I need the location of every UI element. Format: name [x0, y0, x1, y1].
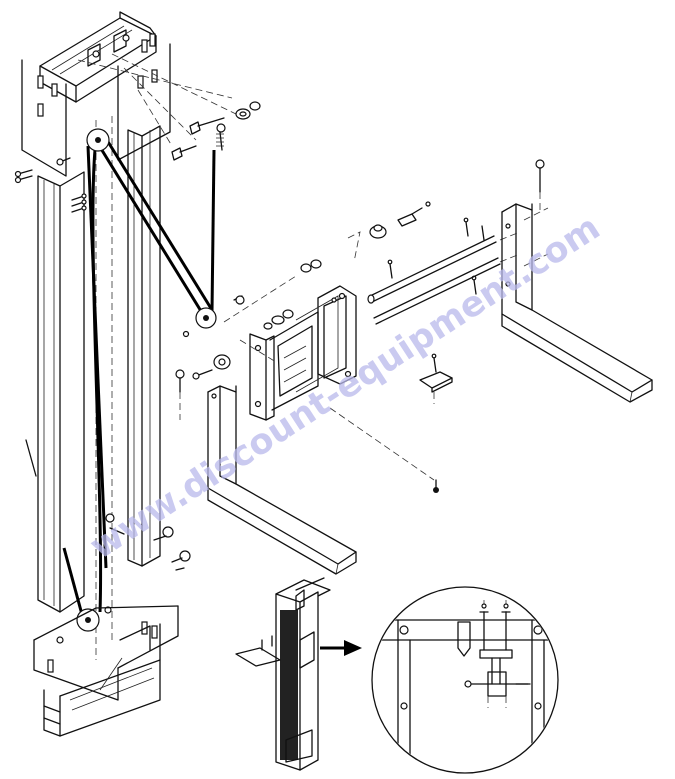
middle-sheave: [195, 307, 217, 329]
carriage-shaft: [347, 201, 521, 325]
top-cross-member: [21, 11, 237, 177]
callout-arrow: [320, 640, 362, 656]
bolts-and-nuts: [14, 157, 191, 644]
retaining-pins: [175, 159, 545, 420]
circular-zoom-of-top-mount: [371, 586, 559, 774]
lift-chain: [25, 131, 216, 623]
mounting-bracket: [419, 371, 453, 404]
fork-carriage: [249, 285, 357, 421]
right-fork: [501, 203, 653, 403]
upper-hardware: [171, 101, 261, 161]
upper-sheave: [86, 128, 110, 152]
base-assembly: [33, 605, 179, 737]
carriage-hardware: [182, 259, 439, 493]
watermark-text: www.discount-equipment.com: [83, 208, 607, 568]
complete-unit-thumbnail: [235, 577, 331, 771]
left-fork: [207, 385, 357, 575]
